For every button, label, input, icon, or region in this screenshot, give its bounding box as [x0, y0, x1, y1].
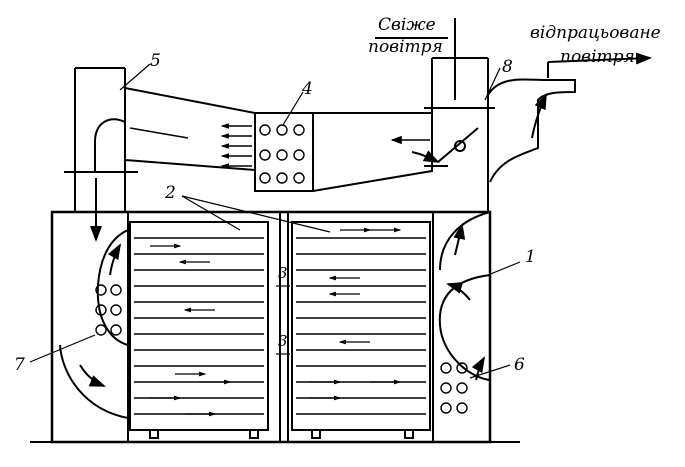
duct-stroke [129, 127, 189, 139]
fresh-flow-arrow [411, 150, 440, 163]
label-5: 5 [150, 51, 161, 71]
dryer-housing [50, 210, 492, 444]
exhaust-elbow [487, 78, 576, 183]
exhaust-air-label-line1: відпрацьоване [530, 23, 661, 43]
leader-4 [282, 91, 304, 126]
leader-6 [469, 364, 511, 379]
label-2: 2 [164, 183, 176, 203]
damper-pivot [454, 140, 466, 152]
fresh-air-label-line2: повітря [368, 37, 443, 57]
heater-4 [254, 112, 314, 192]
flow-curve-arrow-right [446, 282, 471, 301]
flow-up-arrow-left [107, 243, 121, 276]
duct-5-curve [94, 118, 126, 172]
exhaust-flow-arrow [531, 93, 547, 139]
trolley-left [129, 221, 269, 431]
flow-curve-arrow-left [79, 364, 106, 387]
upper-duct-top [124, 87, 256, 114]
mix-duct-bottom [312, 170, 433, 192]
right-upper-loop [439, 211, 491, 271]
leader-7 [29, 334, 96, 363]
fresh-air-label-line1: Свіже [378, 15, 436, 35]
leader-5 [119, 63, 151, 91]
wheel [311, 429, 321, 439]
fan-7-volute [96, 229, 129, 346]
flow-fan-arrow-right [471, 356, 485, 381]
upper-duct-bottom [124, 159, 256, 171]
wheel [249, 429, 259, 439]
damper-flap [437, 127, 479, 163]
label-3b: 3 [278, 332, 288, 350]
label-4: 4 [301, 79, 313, 99]
exhaust-out-arrow [547, 52, 652, 65]
wheel [404, 429, 414, 439]
leader-8 [484, 67, 501, 101]
wheel [149, 429, 159, 439]
label-6: 6 [514, 355, 525, 375]
heater-tubes [95, 124, 468, 414]
leader-1 [487, 261, 521, 276]
label-1: 1 [525, 247, 536, 267]
label-7: 7 [14, 355, 25, 375]
flow-up-arrow-right [453, 223, 466, 256]
left-lower-loop [59, 344, 129, 419]
exhaust-air-label-line2: повітря [560, 47, 635, 67]
leader-2b [181, 195, 331, 233]
label-3a: 3 [278, 264, 288, 282]
leader-2a [181, 195, 241, 231]
trolley-right [291, 221, 431, 431]
label-8: 8 [502, 57, 513, 77]
